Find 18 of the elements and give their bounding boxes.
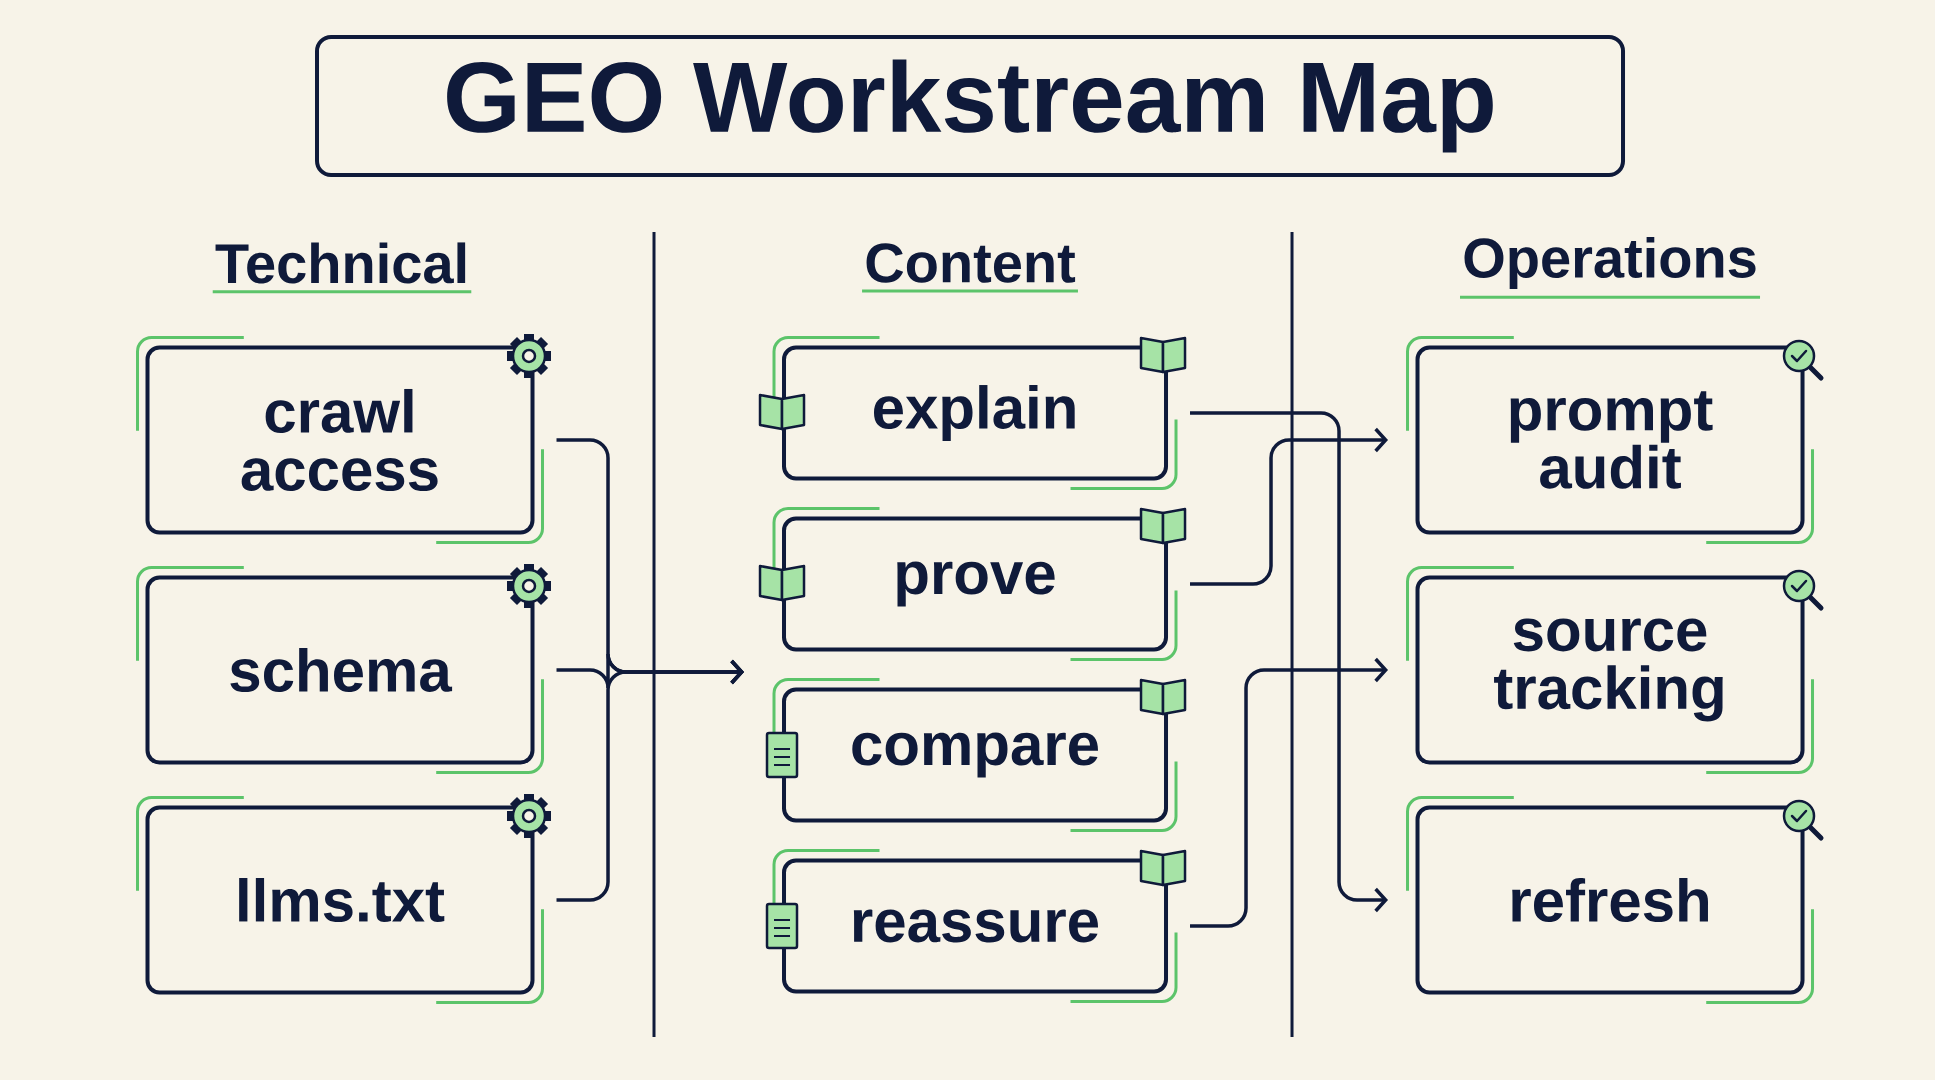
process-box: prove — [772, 507, 1178, 661]
arrow — [1190, 657, 1388, 928]
process-box: refresh — [1406, 796, 1814, 1004]
process-box: prompt audit — [1406, 336, 1814, 544]
arrow — [556, 659, 744, 902]
column-heading: Content — [862, 243, 1078, 293]
process-box: compare — [772, 678, 1178, 832]
column-heading: Operations — [1460, 236, 1761, 299]
process-box: crawl access — [136, 336, 544, 544]
title-box: GEO Workstream Map — [315, 35, 1625, 177]
arrow — [1190, 427, 1388, 586]
process-box: schema — [136, 566, 544, 774]
process-box: explain — [772, 336, 1178, 490]
arrow — [1190, 411, 1388, 913]
process-box: source tracking — [1406, 566, 1814, 774]
process-box: reassure — [772, 849, 1178, 1003]
process-box: llms.txt — [136, 796, 544, 1004]
column-heading: Technical — [212, 242, 472, 294]
